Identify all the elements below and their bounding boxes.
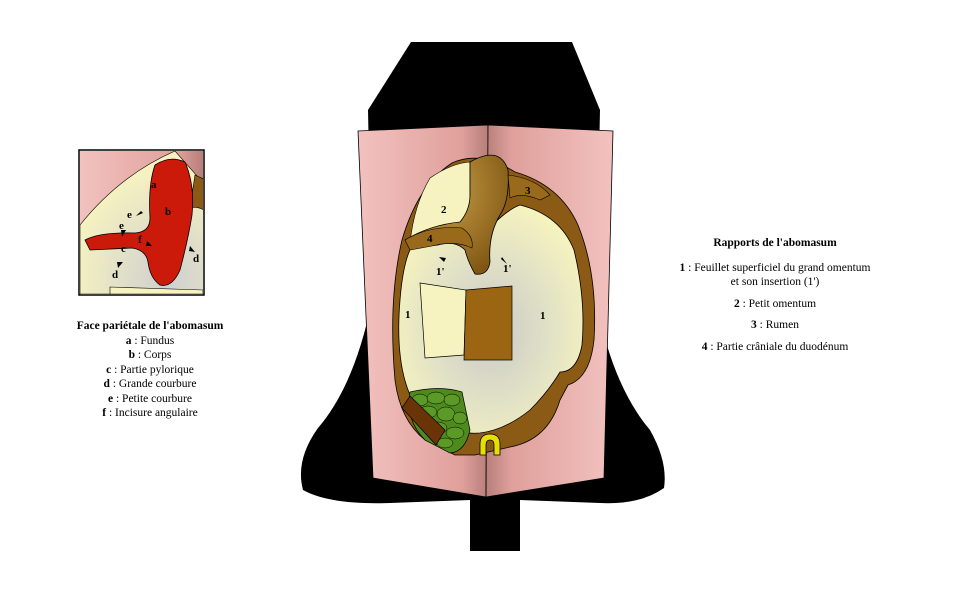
label-4: 4	[427, 233, 433, 245]
intestinal-loops	[401, 388, 471, 454]
inset-legend-item: c : Partie pylorique	[106, 363, 194, 376]
inset-panel: a b e e f c d d	[78, 149, 205, 296]
main-legend-item: 3 : Rumen	[751, 319, 799, 331]
inset-legend-item: f : Incisure angulaire	[102, 407, 198, 419]
main-legend-title: Rapports de l'abomasum	[713, 237, 837, 249]
main-legend-item: 4 : Partie crâniale du duodénum	[701, 340, 849, 353]
inset-legend: Face pariétale de l'abomasum a : Fundus …	[40, 319, 260, 421]
rumen-stripe	[507, 174, 551, 201]
inset-label-a: a	[151, 179, 157, 191]
label-1prime-right: 1'	[503, 263, 512, 275]
inset-label-c: c	[121, 243, 126, 255]
duodenum-tube	[479, 433, 501, 456]
main-legend-item: 1 : Feuillet superficiel du grand omentu…	[679, 261, 871, 289]
label-2: 2	[441, 204, 447, 216]
inset-legend-title: Face pariétale de l'abomasum	[76, 320, 224, 332]
label-1-right: 1	[540, 310, 546, 322]
duodenum-band	[404, 227, 473, 251]
inset-legend-item: d : Grande courbure	[103, 378, 197, 390]
inset-label-e1: e	[127, 209, 132, 221]
inset-label-d2: d	[193, 253, 199, 265]
main-legend: Rapports de l'abomasum 1 : Feuillet supe…	[660, 236, 890, 354]
omentum-window-light	[419, 282, 467, 359]
label-1-left: 1	[405, 309, 411, 321]
inset-legend-item: e : Petite courbure	[108, 392, 192, 405]
inset-legend-item: b : Corps	[128, 349, 172, 361]
main-legend-item: 2 : Petit omentum	[733, 297, 817, 310]
omentum-window-dark	[463, 285, 513, 361]
inset-abomasum	[84, 158, 194, 286]
inset-label-f: f	[138, 234, 142, 246]
label-1prime-left: 1'	[436, 266, 445, 278]
inset-label-d1: d	[112, 269, 118, 281]
inset-label-e2: e	[119, 220, 124, 232]
label-3: 3	[525, 185, 531, 197]
inset-legend-item: a : Fundus	[125, 334, 175, 347]
inset-label-b: b	[165, 206, 171, 218]
